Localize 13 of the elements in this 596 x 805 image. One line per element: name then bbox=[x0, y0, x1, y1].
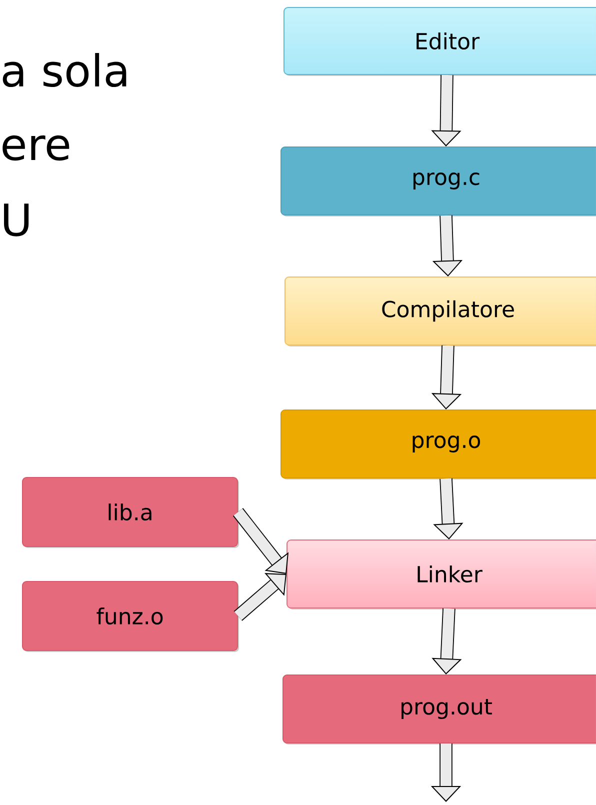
process-box: Linker bbox=[286, 540, 596, 610]
process-box: prog.c bbox=[280, 146, 596, 216]
slide-text: a sola bbox=[2, 53, 126, 88]
process-box: Compilatore bbox=[284, 276, 596, 346]
block-arrow bbox=[232, 508, 289, 574]
process-box: lib.a bbox=[22, 477, 239, 548]
block-arrow bbox=[234, 573, 286, 621]
slide-text: ere bbox=[2, 135, 70, 161]
process-box: prog.o bbox=[280, 410, 596, 480]
slide-text: U bbox=[4, 204, 29, 236]
process-box: prog.out bbox=[282, 674, 596, 744]
process-box: Editor bbox=[284, 7, 596, 76]
process-box: funz.o bbox=[22, 581, 239, 652]
